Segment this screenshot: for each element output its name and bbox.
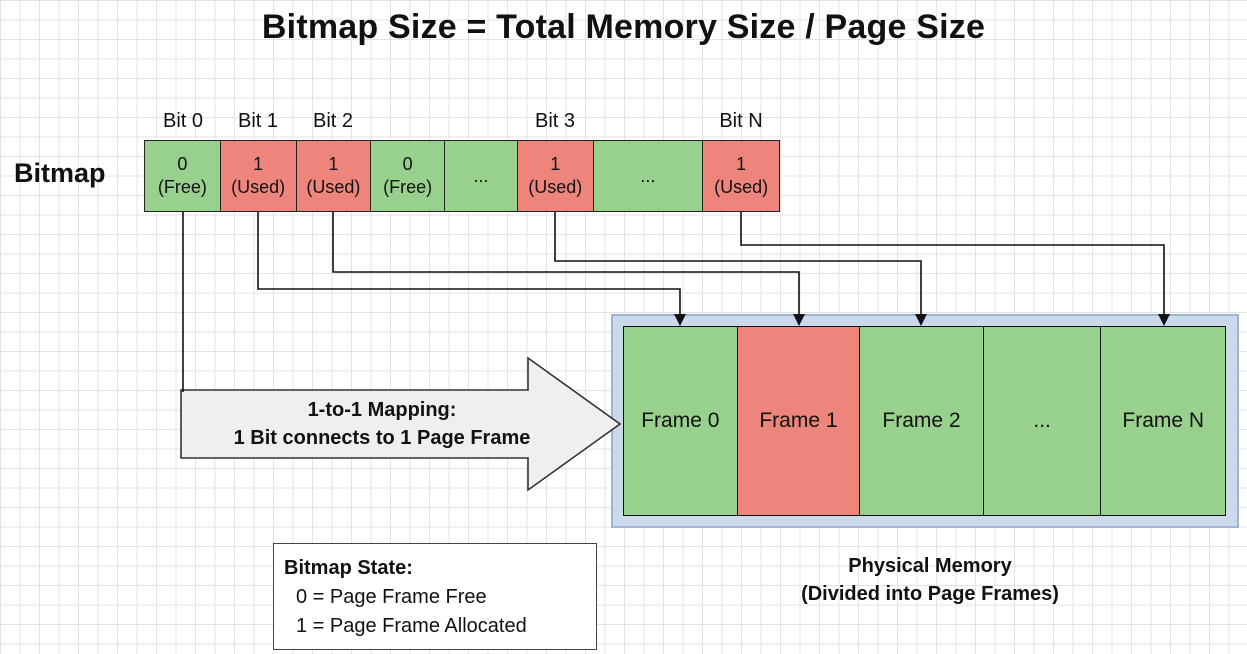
bitmap-cell: 1 (Used) [703,141,780,211]
legend-title: Bitmap State: [284,557,413,579]
bit-header-3: Bit 3 [534,110,576,132]
bit-header-n: Bit N [719,110,763,132]
bit-state: (Used) [231,177,286,197]
page-frame: Frame 0 [624,327,738,515]
bitmap-cell: ... [593,141,704,211]
bit-header-0: Bit 0 [162,110,204,132]
bit-state: (Used) [714,177,769,197]
bit-state: (Used) [306,177,361,197]
bitmap-row: 0 (Free) 1 (Used) 1 (Used) 0 (Free) ... … [144,140,780,212]
bitmap-state-legend: Bitmap State: 0 = Page Frame Free 1 = Pa… [273,543,597,650]
memory-caption-line-1: Physical Memory [848,555,1012,577]
bitmap-cell: 1 (Used) [220,141,297,211]
page-frames-row: Frame 0 Frame 1 Frame 2 ... Frame N [623,326,1226,516]
bit-value: 1 [736,154,747,174]
bitmap-cell: 1 (Used) [517,141,594,211]
legend-line-free: 0 = Page Frame Free [296,586,487,608]
mapping-line-2: 1 Bit connects to 1 Page Frame [233,427,531,449]
page-frame: Frame 1 [737,327,861,515]
page-frame: Frame 2 [860,327,984,515]
bitmap-cell: ... [445,141,518,211]
bit-value: 0 [402,154,413,174]
bit-state: (Used) [528,177,583,197]
bit-value: ... [473,165,489,186]
bit-value: 1 [328,154,339,174]
bitmap-cell: 0 (Free) [145,141,221,211]
bit-value: ... [640,165,656,186]
bit-header-2: Bit 2 [312,110,354,132]
bitmap-label: Bitmap [14,158,106,188]
legend-line-allocated: 1 = Page Frame Allocated [296,615,527,637]
memory-caption-line-2: (Divided into Page Frames) [801,583,1059,605]
mapping-label: 1-to-1 Mapping: 1 Bit connects to 1 Page… [182,396,582,452]
physical-memory-caption: Physical Memory (Divided into Page Frame… [770,552,1090,608]
bitmap-cell: 1 (Used) [296,141,372,211]
bit-value: 1 [253,154,264,174]
page-frame: ... [983,327,1102,515]
bit-value: 0 [177,154,188,174]
diagram-title: Bitmap Size = Total Memory Size / Page S… [261,8,986,46]
bit-state: (Free) [157,177,207,197]
mapping-line-1: 1-to-1 Mapping: [307,399,457,421]
bit-value: 1 [550,154,561,174]
bit-header-1: Bit 1 [237,110,279,132]
bit-state: (Free) [383,177,433,197]
bitmap-cell: 0 (Free) [371,141,446,211]
page-frame: Frame N [1101,327,1226,515]
